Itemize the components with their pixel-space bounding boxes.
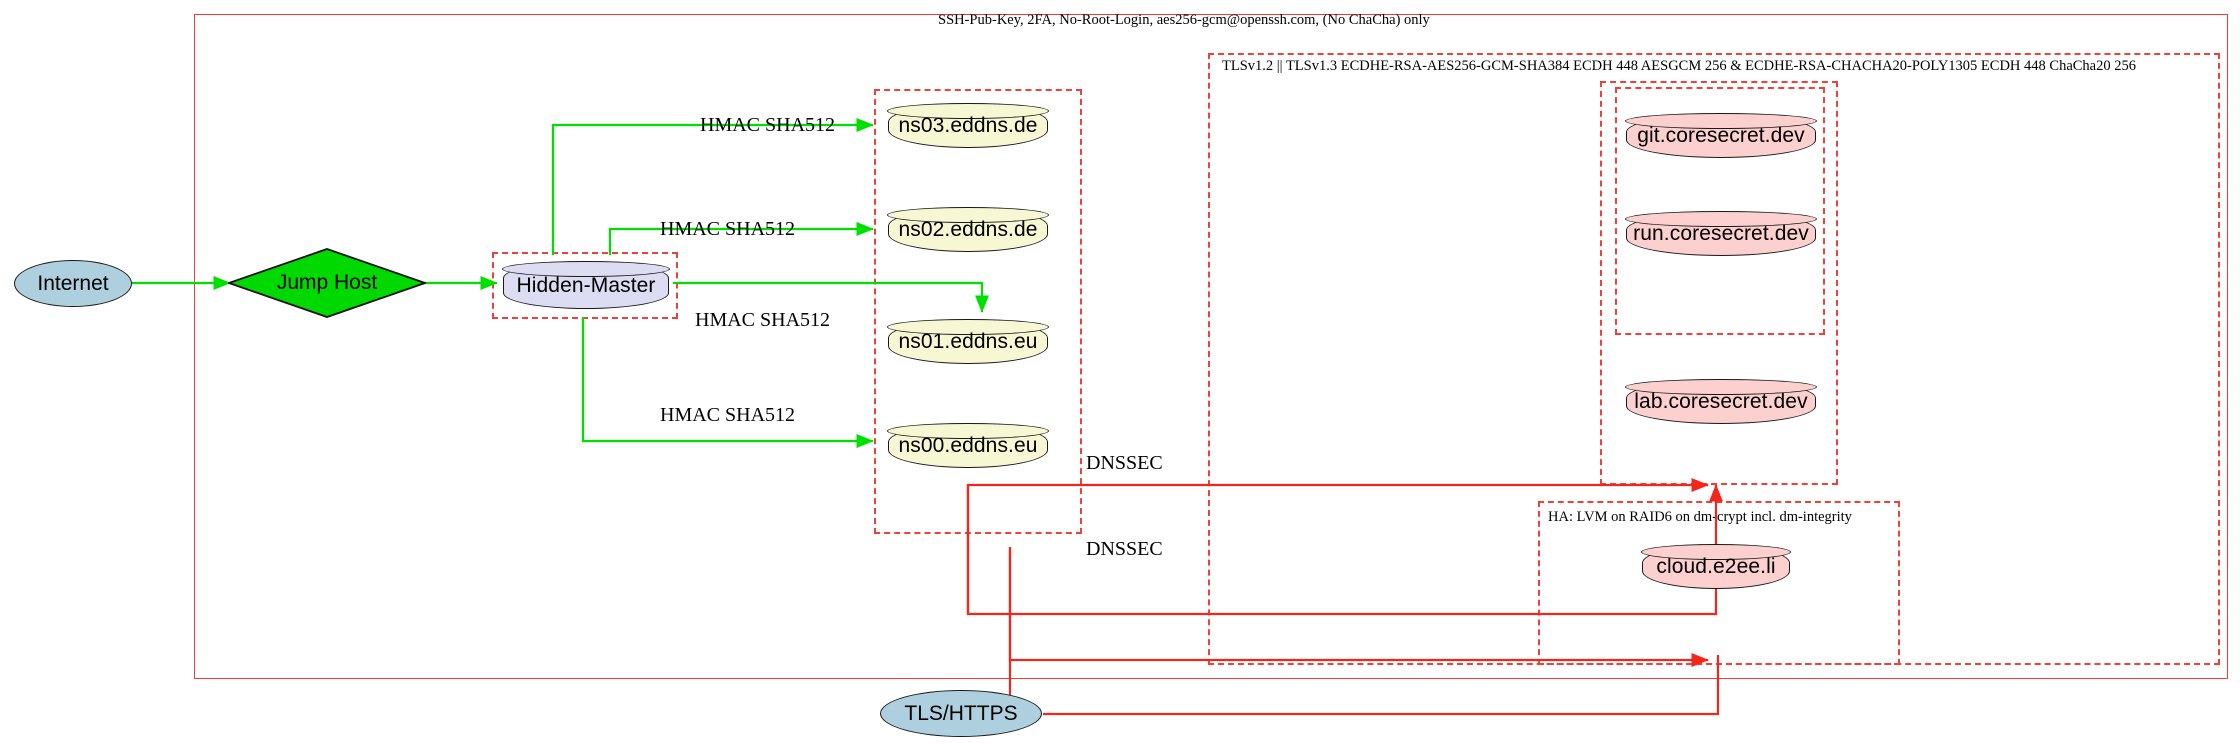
node-internet[interactable]: Internet bbox=[14, 260, 132, 307]
outer-security-boundary bbox=[194, 14, 2228, 679]
edge-label-hmac-ns00: HMAC SHA512 bbox=[660, 404, 796, 426]
tls-policy-label: TLSv1.2 || TLSv1.3 ECDHE-RSA-AES256-GCM-… bbox=[1222, 58, 2136, 74]
node-ns00-label: ns00.eddns.eu bbox=[898, 434, 1038, 457]
node-ns03-label: ns03.eddns.de bbox=[898, 114, 1038, 137]
node-lab-coresecret-label: lab.coresecret.dev bbox=[1634, 390, 1808, 413]
coresecret-outer-boundary bbox=[1600, 81, 1838, 485]
node-cloud-e2ee-label: cloud.e2ee.li bbox=[1656, 555, 1776, 578]
node-tls-https-label: TLS/HTTPS bbox=[904, 701, 1018, 725]
node-lab-coresecret[interactable]: lab.coresecret.dev bbox=[1625, 379, 1817, 424]
edge-label-dnssec-2: DNSSEC bbox=[1086, 538, 1163, 560]
edge-label-hmac-ns02: HMAC SHA512 bbox=[660, 218, 796, 240]
node-ns01[interactable]: ns01.eddns.eu bbox=[887, 319, 1049, 364]
edge-label-hmac-ns03: HMAC SHA512 bbox=[700, 114, 836, 136]
node-run-coresecret-label: run.coresecret.dev bbox=[1633, 222, 1809, 245]
node-tls-https[interactable]: TLS/HTTPS bbox=[880, 690, 1042, 737]
node-git-coresecret-label: git.coresecret.dev bbox=[1637, 124, 1805, 147]
node-jump-host-label: Jump Host bbox=[276, 271, 378, 294]
node-internet-label: Internet bbox=[37, 271, 109, 295]
node-hidden-master-label: Hidden-Master bbox=[516, 273, 656, 297]
ssh-policy-label: SSH-Pub-Key, 2FA, No-Root-Login, aes256-… bbox=[938, 12, 1430, 28]
dns-cluster-boundary bbox=[874, 89, 1082, 534]
node-git-coresecret[interactable]: git.coresecret.dev bbox=[1625, 113, 1817, 158]
node-ns03[interactable]: ns03.eddns.de bbox=[887, 103, 1049, 148]
edge-label-hmac-ns01: HMAC SHA512 bbox=[695, 309, 831, 331]
node-ns02-label: ns02.eddns.de bbox=[898, 218, 1038, 241]
node-ns02[interactable]: ns02.eddns.de bbox=[887, 207, 1049, 252]
node-ns00[interactable]: ns00.eddns.eu bbox=[887, 423, 1049, 468]
node-cloud-e2ee[interactable]: cloud.e2ee.li bbox=[1641, 544, 1791, 589]
coresecret-inner-boundary bbox=[1615, 87, 1825, 335]
diamond-shape bbox=[226, 248, 428, 318]
node-ns01-label: ns01.eddns.eu bbox=[898, 330, 1038, 353]
node-run-coresecret[interactable]: run.coresecret.dev bbox=[1625, 211, 1817, 256]
edge-label-dnssec-1: DNSSEC bbox=[1086, 452, 1163, 474]
node-hidden-master[interactable]: Hidden-Master bbox=[502, 261, 670, 309]
node-jump-host[interactable]: Jump Host bbox=[226, 248, 428, 318]
ha-storage-label: HA: LVM on RAID6 on dm-crypt incl. dm-in… bbox=[1548, 509, 1852, 525]
